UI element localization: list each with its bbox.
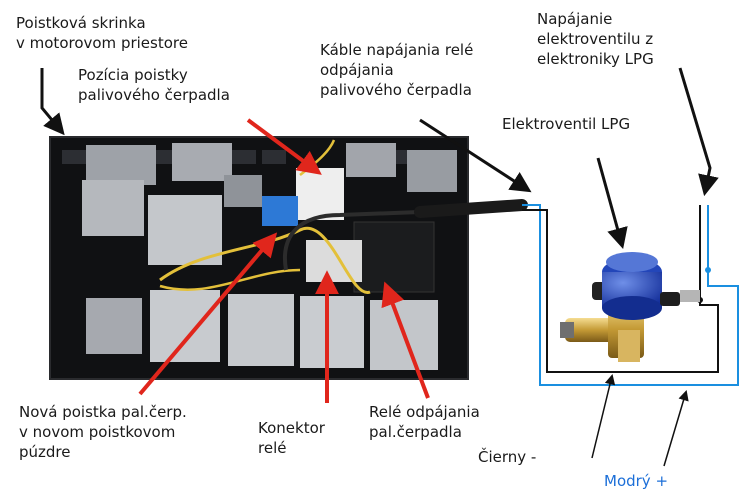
label-black-wire: Čierny -: [478, 448, 537, 466]
arrow-black-wire: [591, 373, 616, 459]
lpg-solenoid-valve: [560, 252, 700, 362]
arrow-relay-cables: [419, 118, 532, 193]
label-fuse-position: Pozícia poistky palivového čerpadla: [78, 66, 230, 104]
blue-wire: [522, 204, 739, 386]
arrow-new-fuse: [138, 232, 278, 396]
black-wire: [522, 205, 719, 373]
label-relay: Relé odpájania pal.čerpadla: [369, 403, 480, 441]
label-valve-power: Napájanie elektroventilu z elektroniky L…: [537, 10, 654, 68]
red-pointer-arrows: [138, 118, 430, 403]
label-new-fuse: Nová poistka pal.čerp. v novom poistkovo…: [19, 403, 187, 461]
arrow-valve-power: [678, 67, 719, 197]
label-fuse-box: Poistková skrinka v motorovom priestore: [16, 14, 188, 52]
label-valve: Elektroventil LPG: [502, 115, 631, 133]
arrow-blue-wire: [663, 389, 689, 467]
label-blue-wire: Modrý +: [604, 472, 669, 490]
thin-wire-arrows: [591, 373, 689, 467]
arrow-valve: [596, 157, 628, 250]
fuse-box-photo: [49, 136, 528, 380]
arrow-fuse-position: [246, 118, 322, 175]
arrow-relay: [381, 281, 430, 399]
arrow-fuse-box: [40, 68, 65, 136]
black-pointer-arrows: [40, 67, 719, 250]
label-relay-connector: Konektor relé: [258, 419, 325, 457]
label-relay-cables: Káble napájania relé odpájania palivovéh…: [320, 41, 474, 99]
